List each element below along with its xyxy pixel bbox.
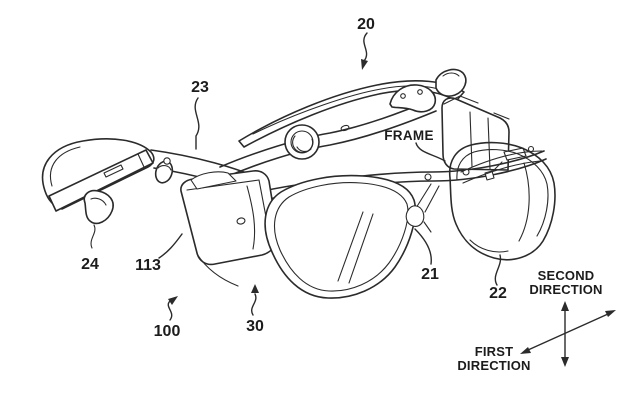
label-21: 21 (421, 266, 439, 283)
label-100: 100 (154, 323, 181, 340)
leader-22 (494, 254, 502, 286)
first-direction-label-line2: DIRECTION (457, 358, 530, 373)
display-unit-hole (236, 217, 246, 225)
prism-bar-cap (137, 153, 145, 168)
label-20: 20 (357, 16, 375, 33)
earphone-detail (90, 197, 107, 206)
camera-knob-detail (157, 165, 172, 171)
label-113: 113 (135, 257, 161, 274)
second-direction-label-line1: SECOND (538, 268, 595, 283)
first-direction-arrowhead-left (520, 347, 531, 354)
leader-100 (167, 300, 173, 321)
leader-23 (194, 97, 200, 150)
leader-20-arrowhead (361, 59, 368, 70)
nose-bridge-struts (415, 183, 440, 233)
headband-inner-line (252, 85, 454, 135)
right-lens-outline (448, 141, 556, 261)
leader-frame (415, 142, 446, 162)
left-lens-outline (264, 174, 417, 299)
first-direction-axis (527, 313, 609, 351)
second-direction-arrowhead-up (561, 301, 569, 311)
headband-clip-detail (442, 72, 460, 77)
left-lens-inner-rim (273, 182, 409, 292)
earphone-cable (90, 224, 96, 249)
leader-30 (251, 293, 257, 316)
leader-21 (414, 228, 432, 265)
prism-bar (48, 149, 154, 212)
callout-leaders (158, 32, 502, 321)
label-frame: FRAME (384, 128, 434, 143)
leader-30-arrowhead (251, 284, 259, 293)
second-direction-arrowhead-down (561, 357, 569, 367)
label-24: 24 (81, 256, 99, 273)
nose-pad (405, 205, 425, 227)
reference-numerals: 20 23 24 113 100 30 21 22 FRAME (81, 16, 507, 340)
module-housing-contour (50, 146, 81, 187)
label-30: 30 (246, 318, 264, 335)
strap-hole (340, 124, 350, 132)
hinge-ring-outer (284, 124, 320, 160)
label-23: 23 (191, 79, 209, 96)
leader-113 (158, 233, 183, 259)
frame-rivet-left (424, 173, 432, 181)
second-direction-label-line2: DIRECTION (529, 282, 602, 297)
right-temple-box-lines (443, 95, 510, 170)
label-22: 22 (489, 285, 507, 302)
display-unit-flap (190, 171, 237, 190)
bracket-hole-2 (417, 89, 423, 95)
left-lens-reflections (337, 211, 374, 284)
support-strap-lower (223, 110, 437, 179)
glasses-drawing (41, 68, 556, 299)
strap-bracket (389, 84, 437, 113)
direction-indicator: SECOND DIRECTION FIRST DIRECTION (457, 268, 616, 373)
leader-20 (363, 32, 368, 62)
earphone (83, 189, 114, 225)
camera-knob-top (163, 157, 171, 165)
frame-lower-left-curve (196, 253, 239, 287)
hinge-swirl (292, 135, 314, 153)
first-direction-arrowhead-right (605, 310, 616, 317)
prism-bar-slot (103, 164, 124, 178)
right-lens-seen-through (460, 150, 543, 253)
right-lens-inner-rim (456, 149, 549, 237)
bracket-hole-1 (400, 93, 406, 99)
support-strap-upper (219, 98, 434, 168)
first-direction-label-line1: FIRST (475, 344, 514, 359)
leader-100-arrowhead (168, 296, 178, 305)
